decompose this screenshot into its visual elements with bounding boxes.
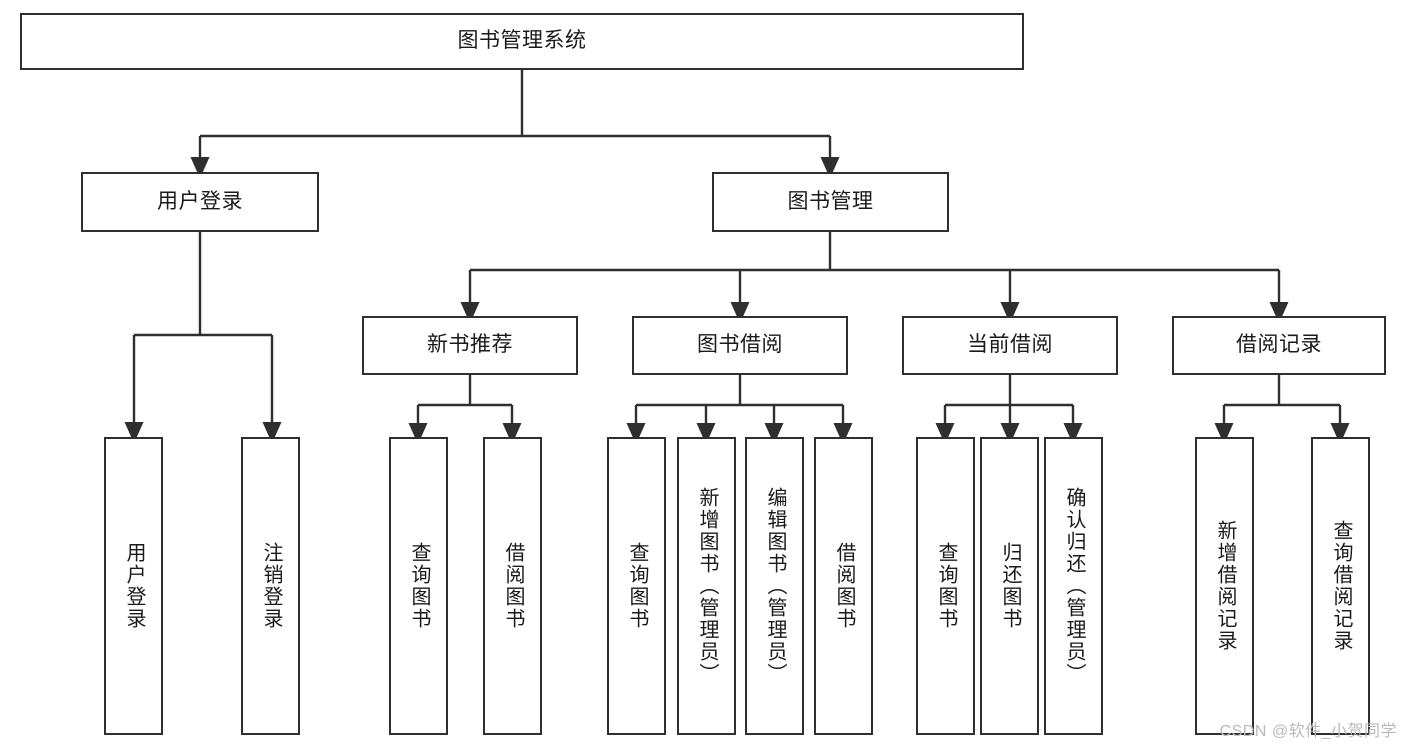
- leaf-user-login-label: 用户登录: [123, 542, 145, 630]
- leaf-user-logout[interactable]: 注销登录: [241, 437, 300, 735]
- node-new-book-rec-label: 新书推荐: [427, 333, 513, 357]
- node-book-manage[interactable]: 图书管理: [712, 172, 949, 232]
- leaf-borrow-book-1[interactable]: 借阅图书: [483, 437, 542, 735]
- node-user-login[interactable]: 用户登录: [81, 172, 319, 232]
- leaf-borrow-book-2[interactable]: 借阅图书: [814, 437, 873, 735]
- node-new-book-rec[interactable]: 新书推荐: [362, 316, 578, 375]
- node-borrow-record[interactable]: 借阅记录: [1172, 316, 1386, 375]
- leaf-user-login[interactable]: 用户登录: [104, 437, 163, 735]
- node-root[interactable]: 图书管理系统: [20, 13, 1024, 70]
- node-root-label: 图书管理系统: [457, 29, 587, 53]
- leaf-query-book-1[interactable]: 查询图书: [389, 437, 448, 735]
- leaf-edit-book[interactable]: 编辑图书（管理员）: [745, 437, 804, 735]
- node-user-login-label: 用户登录: [157, 189, 243, 213]
- node-borrow-record-label: 借阅记录: [1236, 333, 1322, 357]
- node-book-manage-label: 图书管理: [787, 189, 874, 213]
- leaf-add-record-label: 新增借阅记录: [1214, 520, 1236, 652]
- node-current-borrow[interactable]: 当前借阅: [902, 316, 1118, 375]
- leaf-query-book-3-label: 查询图书: [935, 542, 957, 630]
- csdn-watermark: CSDN @软件_小贺同学: [1219, 723, 1397, 740]
- leaf-query-record-label: 查询借阅记录: [1330, 520, 1352, 652]
- leaf-return-book[interactable]: 归还图书: [980, 437, 1039, 735]
- leaf-query-book-3[interactable]: 查询图书: [916, 437, 975, 735]
- leaf-edit-book-label: 编辑图书（管理员）: [764, 487, 786, 685]
- leaf-query-book-2[interactable]: 查询图书: [607, 437, 666, 735]
- leaf-confirm-return-label: 确认归还（管理员）: [1063, 487, 1085, 685]
- node-book-borrow[interactable]: 图书借阅: [632, 316, 848, 375]
- leaf-add-book-label: 新增图书（管理员）: [696, 487, 718, 685]
- leaf-borrow-book-1-label: 借阅图书: [502, 542, 524, 630]
- leaf-borrow-book-2-label: 借阅图书: [833, 542, 855, 630]
- leaf-add-book[interactable]: 新增图书（管理员）: [677, 437, 736, 735]
- leaf-user-logout-label: 注销登录: [260, 542, 282, 630]
- node-current-borrow-label: 当前借阅: [967, 333, 1053, 357]
- leaf-add-record[interactable]: 新增借阅记录: [1195, 437, 1254, 735]
- leaf-query-book-1-label: 查询图书: [408, 542, 430, 630]
- leaf-query-book-2-label: 查询图书: [626, 542, 648, 630]
- node-book-borrow-label: 图书借阅: [697, 333, 783, 357]
- leaf-query-record[interactable]: 查询借阅记录: [1311, 437, 1370, 735]
- leaf-confirm-return[interactable]: 确认归还（管理员）: [1044, 437, 1103, 735]
- leaf-return-book-label: 归还图书: [999, 542, 1021, 630]
